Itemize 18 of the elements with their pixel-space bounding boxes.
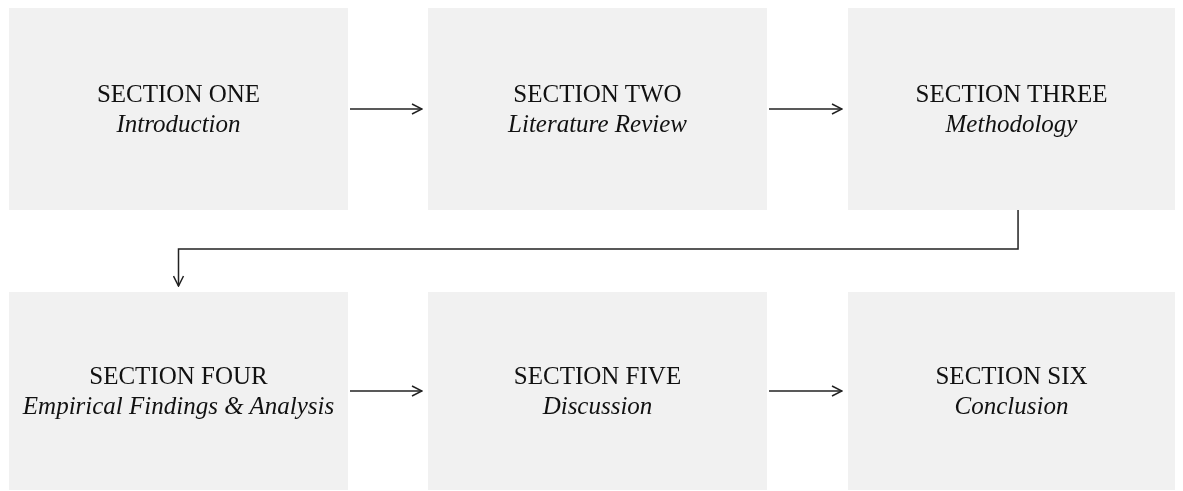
section-subtitle: Introduction — [116, 109, 241, 139]
section-title: SECTION THREE — [915, 79, 1108, 109]
section-subtitle: Empirical Findings & Analysis — [22, 391, 335, 421]
section-title: SECTION FOUR — [89, 361, 268, 391]
arrow — [172, 209, 1019, 287]
section-subtitle: Discussion — [542, 391, 653, 421]
arrow — [349, 103, 423, 115]
arrow — [349, 385, 423, 397]
section-subtitle: Literature Review — [508, 109, 687, 139]
arrow — [768, 385, 843, 397]
section-title: SECTION TWO — [513, 79, 682, 109]
section-title: SECTION ONE — [96, 79, 261, 109]
section-subtitle: Conclusion — [954, 391, 1069, 421]
section-title: SECTION FIVE — [513, 361, 682, 391]
section-title: SECTION SIX — [935, 361, 1088, 391]
section-subtitle: Methodology — [945, 109, 1078, 139]
section-box — [848, 8, 1175, 210]
arrow — [768, 103, 843, 115]
